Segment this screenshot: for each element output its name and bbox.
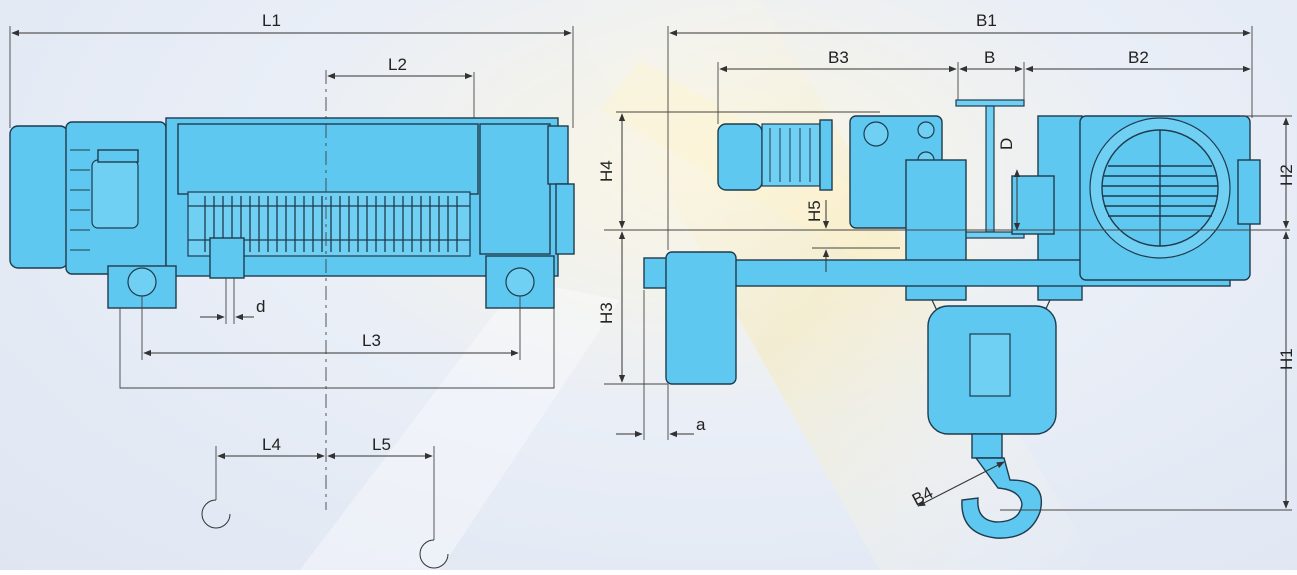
label-B: B	[984, 48, 995, 67]
label-H2: H2	[1277, 164, 1296, 186]
label-B1: B1	[976, 11, 997, 30]
travel-motor	[717, 115, 943, 229]
front-view-dimensions	[9, 26, 574, 569]
hoist-motor-fan	[1079, 115, 1261, 281]
label-L3: L3	[362, 331, 381, 350]
counterweight-box	[665, 251, 737, 385]
side-view-dimensions	[604, 26, 1292, 511]
hook-symbol-right	[419, 539, 449, 569]
hook-symbol-left	[201, 499, 231, 529]
hoist-front-view	[9, 117, 575, 309]
label-a: a	[696, 415, 706, 434]
i-beam-rail	[955, 99, 1025, 239]
hook-block	[927, 299, 1057, 435]
label-L4: L4	[262, 435, 281, 454]
label-H1: H1	[1277, 348, 1296, 370]
label-d: d	[256, 297, 265, 316]
label-L2: L2	[388, 55, 407, 74]
label-H4: H4	[597, 160, 616, 182]
label-D: D	[997, 138, 1016, 150]
label-L1: L1	[262, 11, 281, 30]
motor-left	[9, 121, 167, 275]
label-L5: L5	[372, 435, 391, 454]
label-B3: B3	[828, 48, 849, 67]
label-B2: B2	[1128, 48, 1149, 67]
label-H5: H5	[805, 200, 824, 222]
label-H3: H3	[597, 302, 616, 324]
